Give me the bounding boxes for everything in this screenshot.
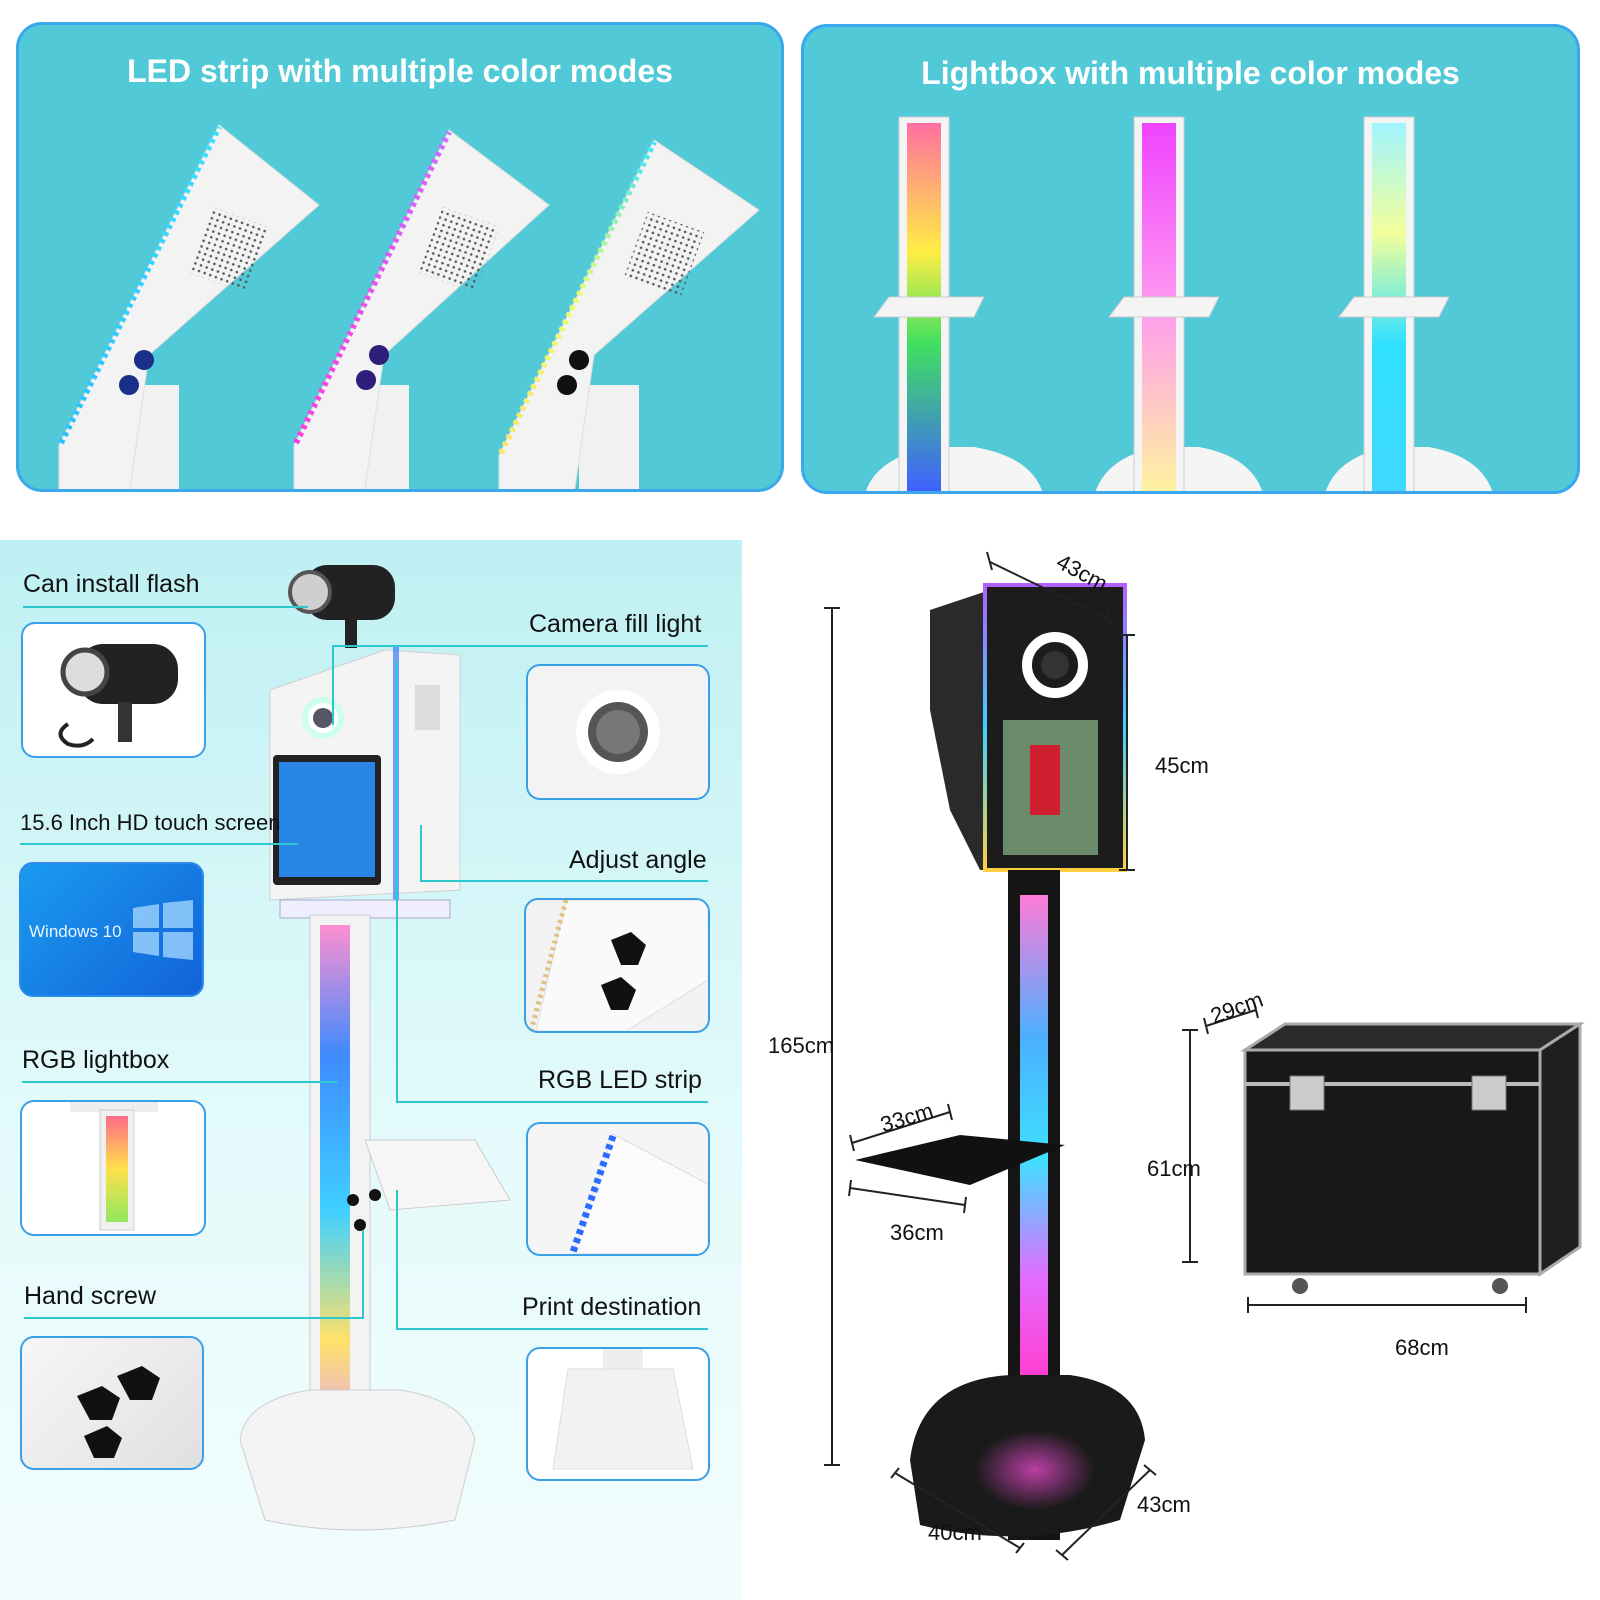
- flash-thumbnail: [21, 622, 206, 758]
- hand-screw-connector: [24, 1317, 364, 1319]
- windows-thumbnail: Windows 10: [19, 862, 204, 997]
- rgb-lightbox-connector: [22, 1081, 338, 1083]
- adjust-angle-thumbnail: [524, 898, 710, 1033]
- flash-head: [288, 565, 395, 648]
- flight-case-illustration: [1240, 1022, 1585, 1294]
- rgb-lightbox-label: RGB lightbox: [22, 1046, 170, 1074]
- fill-light-connector: [332, 645, 708, 647]
- lightbox-closeup-icon: [70, 1102, 158, 1231]
- lightbox-poles-illustration: [865, 116, 1493, 491]
- adjust-angle-label: Adjust angle: [569, 846, 707, 874]
- windows-logo-icon: [133, 900, 193, 960]
- print-tray-icon: [552, 1349, 694, 1470]
- led-strip-closeup-icon: [569, 1133, 708, 1254]
- lightbox-pole-2: [1095, 116, 1263, 491]
- led-strip-panel-title: LED strip with multiple color modes: [127, 53, 673, 89]
- adjust-angle-connector: [420, 880, 708, 882]
- print-destination-thumbnail: [526, 1347, 710, 1481]
- print-destination-label: Print destination: [522, 1293, 702, 1321]
- fill-light-connector-vertical: [332, 645, 334, 725]
- dim-total-height: 165cm: [768, 1033, 835, 1058]
- dim-top-height: 45cm: [1155, 753, 1209, 778]
- dim-tray-width: 36cm: [890, 1220, 944, 1245]
- dim-base-depth: 43cm: [1137, 1492, 1191, 1517]
- print-destination-connector-vertical: [396, 1190, 398, 1330]
- adjust-angle-connector-vertical: [420, 825, 422, 880]
- hand-screw-connector-vertical: [362, 1230, 364, 1319]
- rgb-led-strip-connector: [396, 1101, 708, 1103]
- rgb-lightbox-thumbnail: [20, 1100, 206, 1236]
- fill-light-label: Camera fill light: [529, 610, 702, 638]
- fill-light-thumbnail: [526, 664, 710, 800]
- dim-base-width: 40cm: [928, 1520, 982, 1545]
- knob-icon: [77, 1366, 160, 1458]
- rgb-led-strip-connector-vertical: [396, 660, 398, 1101]
- lightbox-pole-3: [1325, 116, 1493, 491]
- lightbox-panel: Lightbox with multiple color modes: [801, 24, 1580, 494]
- hand-screw-label: Hand screw: [24, 1282, 156, 1310]
- touch-screen-label: 15.6 Inch HD touch screen: [20, 810, 281, 835]
- led-strip-heads-illustration: [58, 124, 760, 489]
- dim-case-width: 68cm: [1395, 1335, 1449, 1360]
- dim-case-height: 61cm: [1147, 1156, 1201, 1181]
- booth-dimension-illustration: [855, 583, 1145, 1540]
- angle-knob-icon: [528, 900, 708, 1031]
- led-head-mixed: [498, 139, 760, 489]
- dimension-lines: [824, 551, 1527, 1561]
- flash-unit-icon: [58, 644, 178, 748]
- lightbox-pole-1: [865, 116, 1043, 491]
- lightbox-panel-title: Lightbox with multiple color modes: [921, 55, 1460, 91]
- led-strip-panel: LED strip with multiple color modes: [16, 22, 784, 492]
- led-head-purple: [293, 129, 550, 489]
- led-head-blue: [58, 124, 320, 489]
- booth-illustration: [239, 565, 511, 1531]
- flash-label: Can install flash: [23, 570, 200, 598]
- print-destination-connector: [396, 1328, 708, 1330]
- rgb-led-strip-label: RGB LED strip: [538, 1066, 702, 1094]
- ring-light-icon: [576, 690, 660, 774]
- hand-screw-thumbnail: [20, 1336, 204, 1470]
- rgb-led-strip-thumbnail: [526, 1122, 710, 1256]
- windows-label: Windows 10: [29, 922, 122, 941]
- flash-connector: [23, 606, 308, 608]
- touch-screen-connector: [20, 843, 298, 845]
